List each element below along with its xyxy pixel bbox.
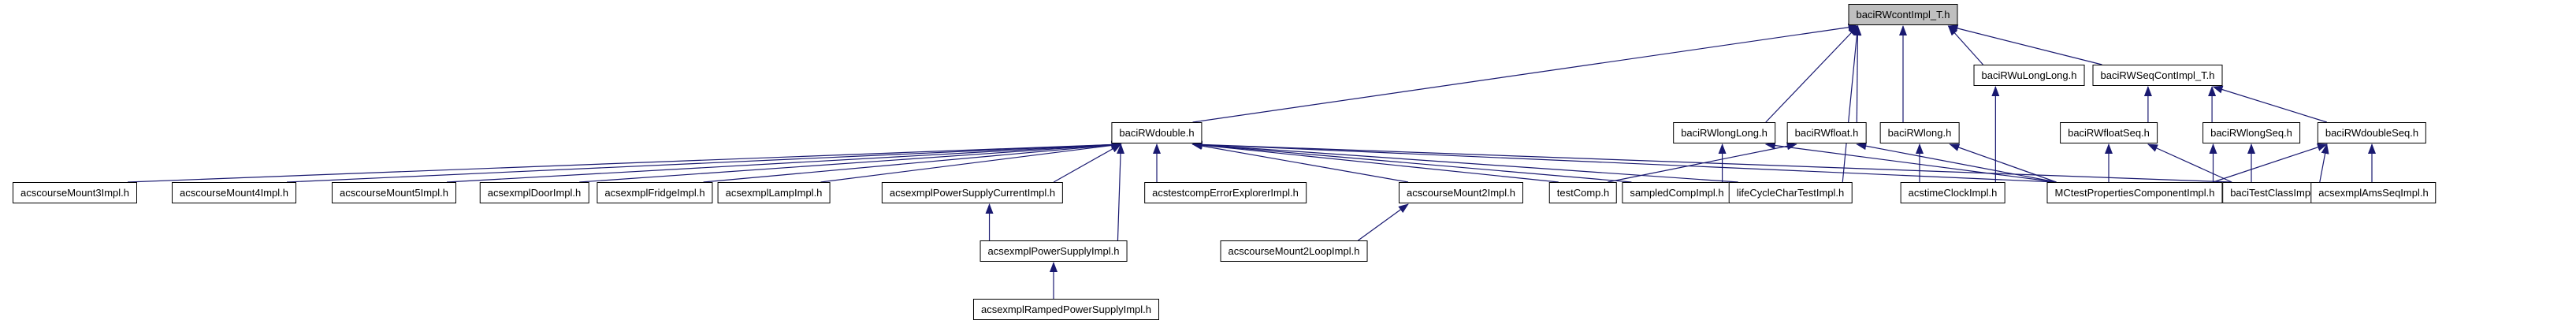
dependency-edge [1191, 140, 2232, 183]
dependency-edge [286, 140, 1122, 183]
dependency-edge [127, 140, 1122, 183]
graph-node-bacirwseqcontimpl-t-h[interactable]: baciRWSeqContImpl_T.h [2092, 65, 2223, 86]
graph-node-acsexmplamsseqimpl-h[interactable]: acsexmplAmsSeqImpl.h [2310, 182, 2437, 203]
dependency-edge [1053, 143, 1122, 183]
node-label: baciRWSeqContImpl_T.h [2100, 69, 2215, 81]
graph-node-acscoursemount4impl-h[interactable]: acscourseMount4Impl.h [171, 182, 297, 203]
node-label: acsexmplLampImpl.h [725, 187, 823, 199]
node-label: acscourseMount2LoopImpl.h [1228, 245, 1360, 257]
node-label: baciRWdouble.h [1119, 127, 1195, 139]
dependency-edge [1117, 143, 1125, 241]
dependency-edge [1608, 142, 1797, 183]
node-label: baciRWcontImpl_T.h [1856, 9, 1950, 20]
node-label: testComp.h [1556, 187, 1610, 199]
node-label: acsexmplFridgeImpl.h [604, 187, 705, 199]
graph-node-bacirwfloat-h[interactable]: baciRWfloat.h [1786, 122, 1867, 143]
dependency-edge [2147, 143, 2232, 183]
graph-node-acscoursemount5impl-h[interactable]: acscourseMount5Impl.h [331, 182, 457, 203]
dependency-edge [1191, 142, 1409, 183]
dependency-edge [446, 140, 1122, 183]
dependency-edge [1856, 142, 2057, 183]
graph-node-bacirwcontimpl-t-h[interactable]: baciRWcontImpl_T.h [1848, 4, 1958, 25]
graph-node-testcomp-h[interactable]: testComp.h [1548, 182, 1618, 203]
graph-node-acsexmpllampimpl-h[interactable]: acsexmplLampImpl.h [717, 182, 831, 203]
graph-node-acsexmplpowersupplycurrentimpl-h[interactable]: acsexmplPowerSupplyCurrentImpl.h [881, 182, 1064, 203]
dependency-edge [1765, 25, 1859, 123]
graph-node-acscoursemount2loopimpl-h[interactable]: acscourseMount2LoopImpl.h [1220, 240, 1368, 262]
node-label: baciRWlongSeq.h [2210, 127, 2292, 139]
dependency-edge [703, 141, 1122, 183]
node-label: baciRWdoubleSeq.h [2325, 127, 2419, 139]
node-label: baciRWlong.h [1887, 127, 1952, 139]
graph-node-bacirwlonglong-h[interactable]: baciRWlongLong.h [1673, 122, 1775, 143]
graph-node-lifecyclechartestimpl-h[interactable]: lifeCycleCharTestImpl.h [1728, 182, 1853, 203]
graph-node-acstestcomperrorexplorerimpl-h[interactable]: acstestcompErrorExplorerImpl.h [1144, 182, 1307, 203]
dependency-edge [1191, 140, 1738, 183]
node-label: baciTestClassImpl.h [2230, 187, 2321, 199]
dependency-edge [1842, 25, 1861, 183]
graph-node-mctestpropertiescomponentimpl-h[interactable]: MCtestPropertiesComponentImpl.h [2046, 182, 2223, 203]
graph-node-bacirwfloatseq-h[interactable]: baciRWfloatSeq.h [2060, 122, 2158, 143]
dependency-edge [1764, 141, 2057, 183]
node-label: baciRWfloat.h [1794, 127, 1859, 139]
node-label: acsexmplPowerSupplyImpl.h [987, 245, 1120, 257]
dependency-edge [1192, 23, 1859, 123]
node-label: baciRWlongLong.h [1681, 127, 1768, 139]
dependency-edge [1358, 203, 1409, 241]
graph-node-acsexmplrampedpowersupplyimpl-h[interactable]: acsexmplRampedPowerSupplyImpl.h [972, 299, 1160, 320]
graph-node-acscoursemount3impl-h[interactable]: acscourseMount3Impl.h [12, 182, 138, 203]
node-label: acsexmplAmsSeqImpl.h [2318, 187, 2429, 199]
graph-node-bacirwlongseq-h[interactable]: baciRWlongSeq.h [2202, 122, 2300, 143]
node-label: acscourseMount2Impl.h [1406, 187, 1516, 199]
node-label: acsexmplRampedPowerSupplyImpl.h [980, 304, 1152, 315]
graph-node-bacirwdouble-h[interactable]: baciRWdouble.h [1111, 122, 1203, 143]
dependency-edge [2212, 85, 2328, 123]
node-label: acscourseMount5Impl.h [339, 187, 449, 199]
graph-node-acscoursemount2impl-h[interactable]: acscourseMount2Impl.h [1398, 182, 1524, 203]
node-label: baciRWuLongLong.h [1981, 69, 2077, 81]
dependency-edge [1949, 143, 2057, 183]
graph-node-acsexmplpowersupplyimpl-h[interactable]: acsexmplPowerSupplyImpl.h [979, 240, 1128, 262]
node-label: sampledCompImpl.h [1630, 187, 1724, 199]
dependency-edge [2213, 143, 2328, 183]
node-label: acstestcompErrorExplorerImpl.h [1152, 187, 1299, 199]
dependency-edge [579, 140, 1122, 183]
graph-node-acstimeclockimpl-h[interactable]: acstimeClockImpl.h [1900, 182, 2005, 203]
node-label: MCtestPropertiesComponentImpl.h [2054, 187, 2215, 199]
graph-node-acsexmplfridgeimpl-h[interactable]: acsexmplFridgeImpl.h [597, 182, 713, 203]
dependency-edge [2319, 143, 2329, 183]
node-label: baciRWfloatSeq.h [2068, 127, 2150, 139]
dependency-edge [1191, 141, 1559, 183]
graph-node-bacirwdoubleseq-h[interactable]: baciRWdoubleSeq.h [2317, 122, 2427, 143]
node-label: acscourseMount4Impl.h [179, 187, 289, 199]
dependency-edge [1947, 24, 2102, 65]
graph-node-bacirwlong-h[interactable]: baciRWlong.h [1879, 122, 1960, 143]
dependency-edge [1191, 140, 2057, 183]
node-label: acsexmplDoorImpl.h [487, 187, 582, 199]
node-label: acscourseMount3Impl.h [20, 187, 130, 199]
graph-node-acsexmpldoorimpl-h[interactable]: acsexmplDoorImpl.h [479, 182, 589, 203]
dependency-edge [1191, 141, 1632, 183]
graph-node-bacirwulonglong-h[interactable]: baciRWuLongLong.h [1973, 65, 2085, 86]
node-label: lifeCycleCharTestImpl.h [1736, 187, 1845, 199]
node-label: acsexmplPowerSupplyCurrentImpl.h [889, 187, 1056, 199]
graph-node-sampledcompimpl-h[interactable]: sampledCompImpl.h [1622, 182, 1732, 203]
node-label: acstimeClockImpl.h [1908, 187, 1998, 199]
dependency-edge [820, 141, 1122, 183]
dependency-edge [1947, 25, 1983, 65]
